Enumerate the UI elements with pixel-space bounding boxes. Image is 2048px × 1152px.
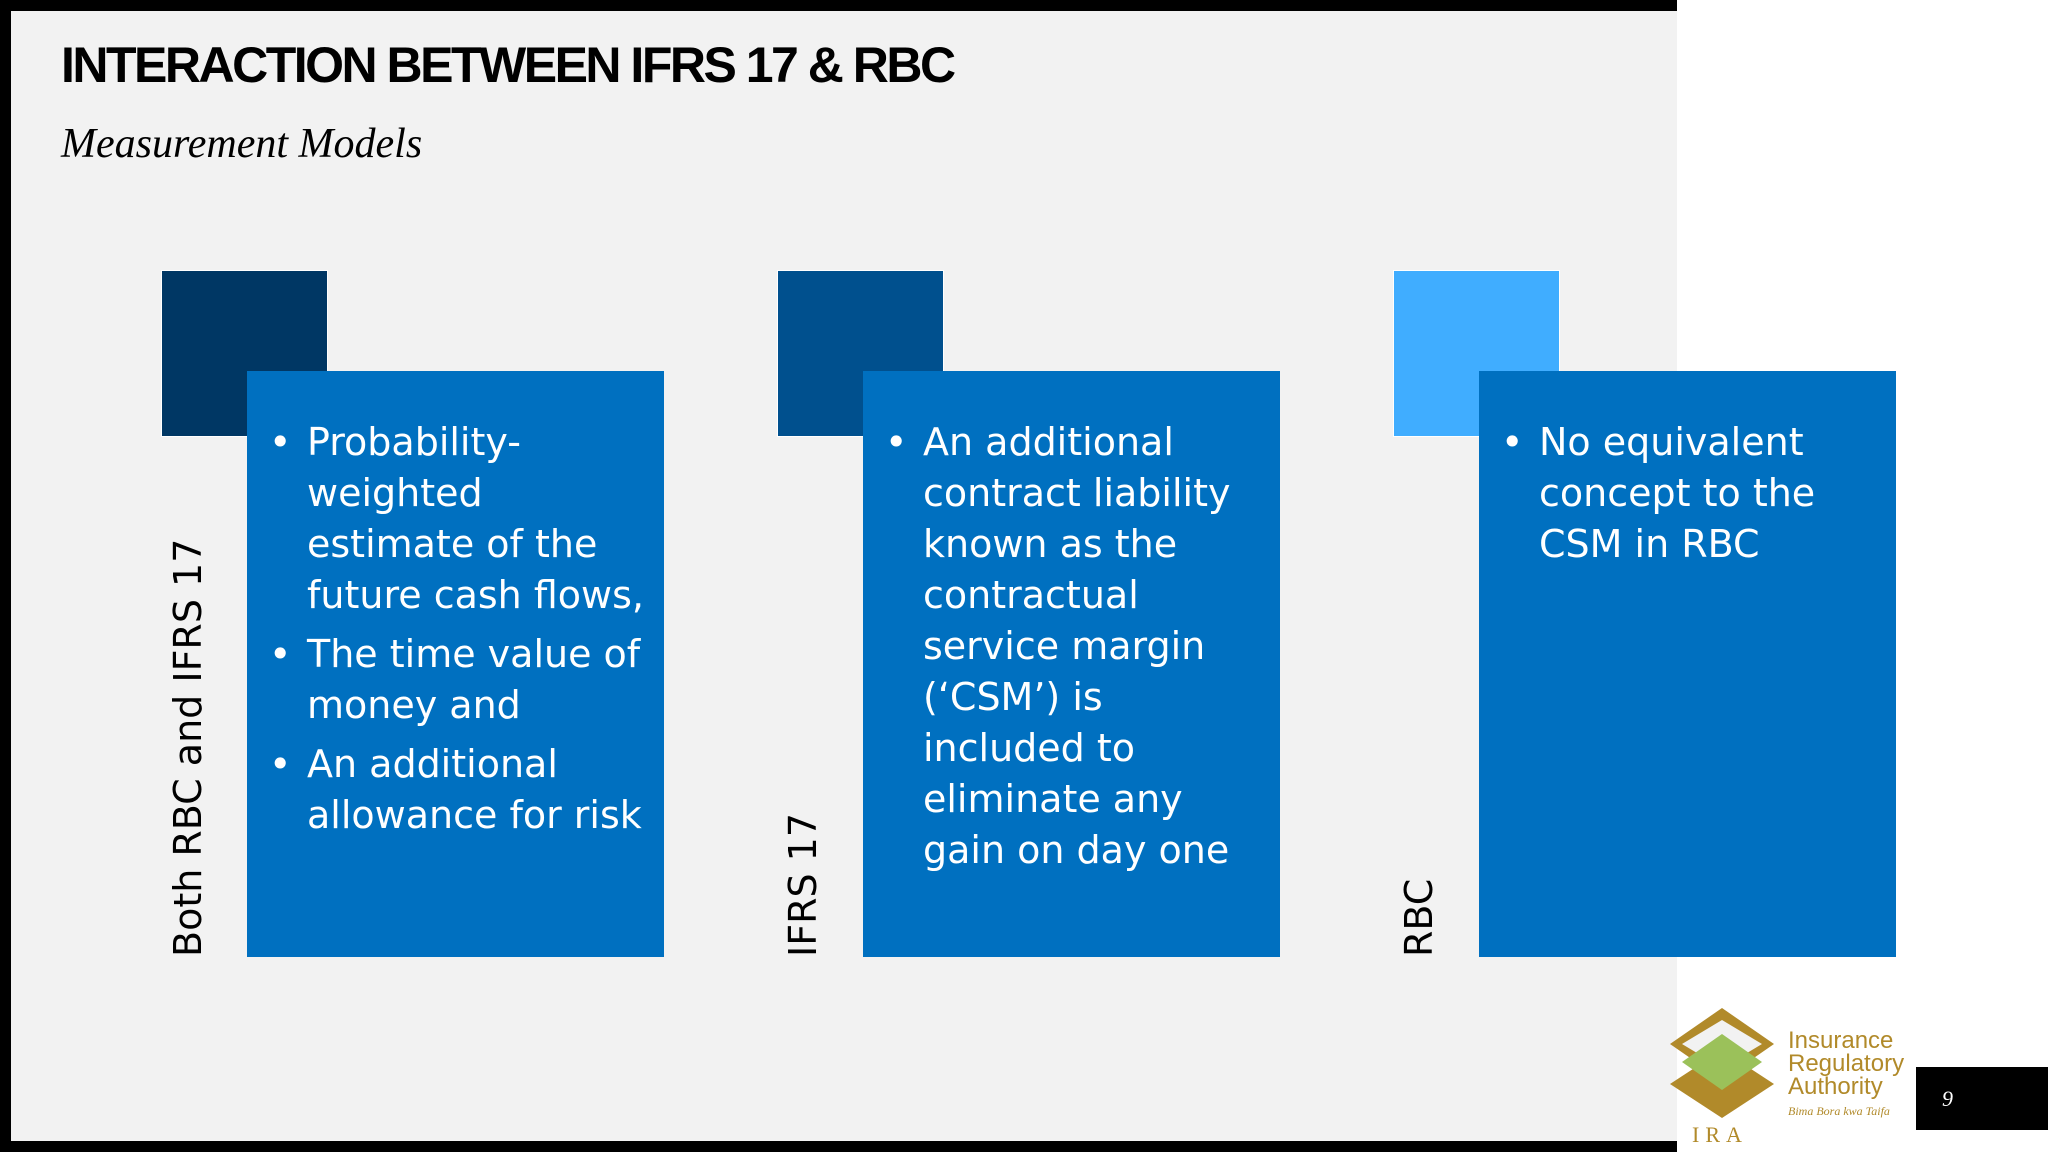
column-3-label: RBC — [1397, 878, 1441, 957]
logo-text-line-1: Insurance — [1788, 1027, 1894, 1054]
slide-bottom-border — [0, 1141, 1677, 1152]
logo-text-line-3: Authority — [1788, 1073, 1883, 1100]
page-number: 9 — [1916, 1067, 2048, 1130]
column-1-label: Both RBC and IFRS 17 — [166, 538, 210, 957]
slide-subtitle: Measurement Models — [61, 121, 423, 167]
slide-title: INTERACTION BETWEEN IFRS 17 & RBC — [61, 37, 956, 93]
column-2-panel: An additional contract liability known a… — [863, 371, 1280, 957]
bullet-item: The time value of money and — [269, 629, 644, 731]
column-1-panel: Probability-weighted estimate of the fut… — [247, 371, 664, 957]
bullet-item: An additional allowance for risk — [269, 739, 644, 841]
column-3-bullet-list: No equivalent concept to the CSM in RBC — [1501, 417, 1876, 570]
ira-logo-icon — [1670, 1008, 1774, 1118]
bullet-item: No equivalent concept to the CSM in RBC — [1501, 417, 1876, 570]
column-1-bullet-list: Probability-weighted estimate of the fut… — [269, 417, 644, 841]
column-2-bullet-list: An additional contract liability known a… — [885, 417, 1260, 876]
bullet-item: An additional contract liability known a… — [885, 417, 1260, 876]
logo-text-line-2: Regulatory — [1788, 1050, 1905, 1077]
logo-tagline: Bima Bora kwa Taifa — [1788, 1104, 1890, 1118]
column-2-label: IFRS 17 — [781, 812, 825, 957]
bullet-item: Probability-weighted estimate of the fut… — [269, 417, 644, 621]
logo-abbreviation: IRA — [1692, 1122, 1748, 1147]
column-3-panel: No equivalent concept to the CSM in RBC — [1479, 371, 1896, 957]
